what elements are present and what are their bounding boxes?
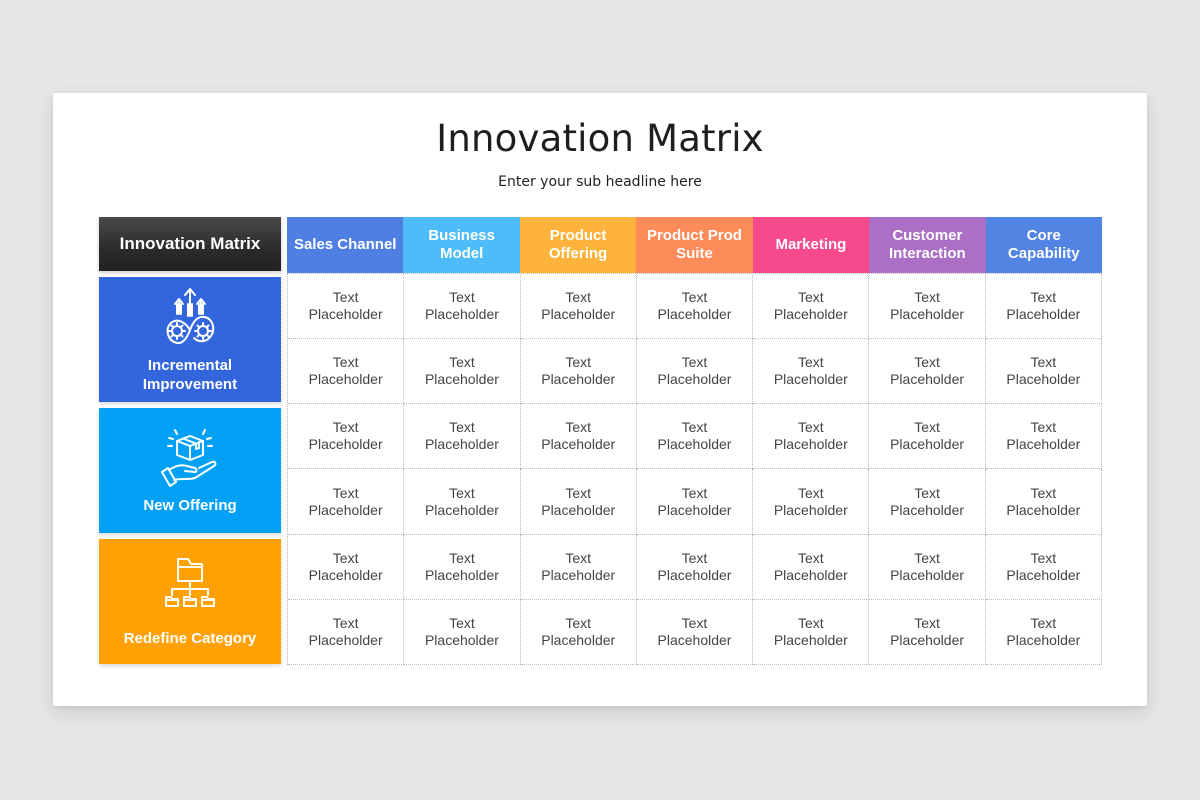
- slide: Innovation Matrix Enter your sub headlin…: [53, 93, 1147, 706]
- column-headers: Sales Channel Business Model Product Off…: [287, 217, 1102, 273]
- matrix-cell[interactable]: Text Placeholder: [288, 534, 405, 600]
- matrix-cell[interactable]: Text Placeholder: [869, 274, 986, 340]
- matrix-cell[interactable]: Text Placeholder: [520, 599, 637, 665]
- row-category-new-offering: New Offering: [99, 408, 281, 533]
- matrix-cell[interactable]: Text Placeholder: [636, 404, 754, 470]
- matrix-cell[interactable]: Text Placeholder: [288, 274, 405, 340]
- matrix-cell[interactable]: Text Placeholder: [753, 599, 870, 665]
- hand-box-icon: [161, 429, 217, 487]
- matrix-cell[interactable]: Text Placeholder: [869, 404, 986, 470]
- matrix-cell[interactable]: Text Placeholder: [636, 469, 754, 535]
- column-header-product-prod-suite: Product Prod Suite: [636, 217, 753, 273]
- matrix-cell[interactable]: Text Placeholder: [636, 274, 754, 340]
- matrix-cell[interactable]: Text Placeholder: [520, 469, 637, 535]
- column-header-product-offering: Product Offering: [519, 217, 637, 273]
- row-category-redefine-category: Redefine Category: [99, 539, 281, 664]
- matrix-cell[interactable]: Text Placeholder: [520, 339, 637, 405]
- sub-headline: Enter your sub headline here: [498, 174, 702, 190]
- gears-arrows-icon: [166, 287, 215, 344]
- matrix-cell[interactable]: Text Placeholder: [520, 534, 637, 600]
- matrix-cell[interactable]: Text Placeholder: [520, 274, 637, 340]
- matrix-cell[interactable]: Text Placeholder: [753, 339, 870, 405]
- column-header-sales-channel: Sales Channel: [287, 217, 404, 273]
- matrix-cell[interactable]: Text Placeholder: [404, 274, 521, 340]
- matrix-cell[interactable]: Text Placeholder: [869, 339, 986, 405]
- matrix-cell[interactable]: Text Placeholder: [404, 599, 521, 665]
- matrix-cell[interactable]: Text Placeholder: [404, 339, 521, 405]
- matrix-cell[interactable]: Text Placeholder: [288, 469, 405, 535]
- matrix-grid: Text Placeholder Text Placeholder Text P…: [287, 273, 1102, 665]
- matrix-cell[interactable]: Text Placeholder: [753, 469, 870, 535]
- matrix-cell[interactable]: Text Placeholder: [869, 534, 986, 600]
- matrix-cell[interactable]: Text Placeholder: [753, 534, 870, 600]
- matrix-cell[interactable]: Text Placeholder: [869, 599, 986, 665]
- column-header-customer-interaction: Customer Interaction: [869, 217, 986, 273]
- matrix-cell[interactable]: Text Placeholder: [753, 274, 870, 340]
- matrix-cell[interactable]: Text Placeholder: [404, 404, 521, 470]
- matrix-cell[interactable]: Text Placeholder: [404, 469, 521, 535]
- row-label: Redefine Category: [123, 630, 257, 647]
- matrix-cell[interactable]: Text Placeholder: [636, 534, 754, 600]
- row-label: Incremental Improvement: [142, 356, 238, 393]
- matrix-cell[interactable]: Text Placeholder: [636, 339, 754, 405]
- folder-hierarchy-icon: [165, 558, 215, 607]
- matrix-cell[interactable]: Text Placeholder: [636, 599, 754, 665]
- matrix-cell[interactable]: Text Placeholder: [985, 469, 1102, 535]
- matrix-cell[interactable]: Text Placeholder: [985, 404, 1102, 470]
- column-header-business-model: Business Model: [403, 217, 520, 273]
- page-title: Innovation Matrix: [436, 117, 764, 160]
- matrix-cell[interactable]: Text Placeholder: [288, 339, 405, 405]
- matrix-corner-label: Innovation Matrix: [99, 217, 281, 271]
- matrix-cell[interactable]: Text Placeholder: [288, 599, 405, 665]
- column-header-core-capability: Core Capability: [985, 217, 1102, 273]
- row-category-incremental-improvement: Incremental Improvement: [99, 277, 281, 402]
- matrix-cell[interactable]: Text Placeholder: [985, 274, 1102, 340]
- matrix-cell[interactable]: Text Placeholder: [753, 404, 870, 470]
- matrix-cell[interactable]: Text Placeholder: [985, 339, 1102, 405]
- matrix-cell[interactable]: Text Placeholder: [288, 404, 405, 470]
- row-label: New Offering: [143, 497, 237, 514]
- matrix-cell[interactable]: Text Placeholder: [520, 404, 637, 470]
- matrix-cell[interactable]: Text Placeholder: [404, 534, 521, 600]
- matrix-cell[interactable]: Text Placeholder: [985, 534, 1102, 600]
- matrix-cell[interactable]: Text Placeholder: [869, 469, 986, 535]
- matrix-cell[interactable]: Text Placeholder: [985, 599, 1102, 665]
- column-header-marketing: Marketing: [752, 217, 870, 273]
